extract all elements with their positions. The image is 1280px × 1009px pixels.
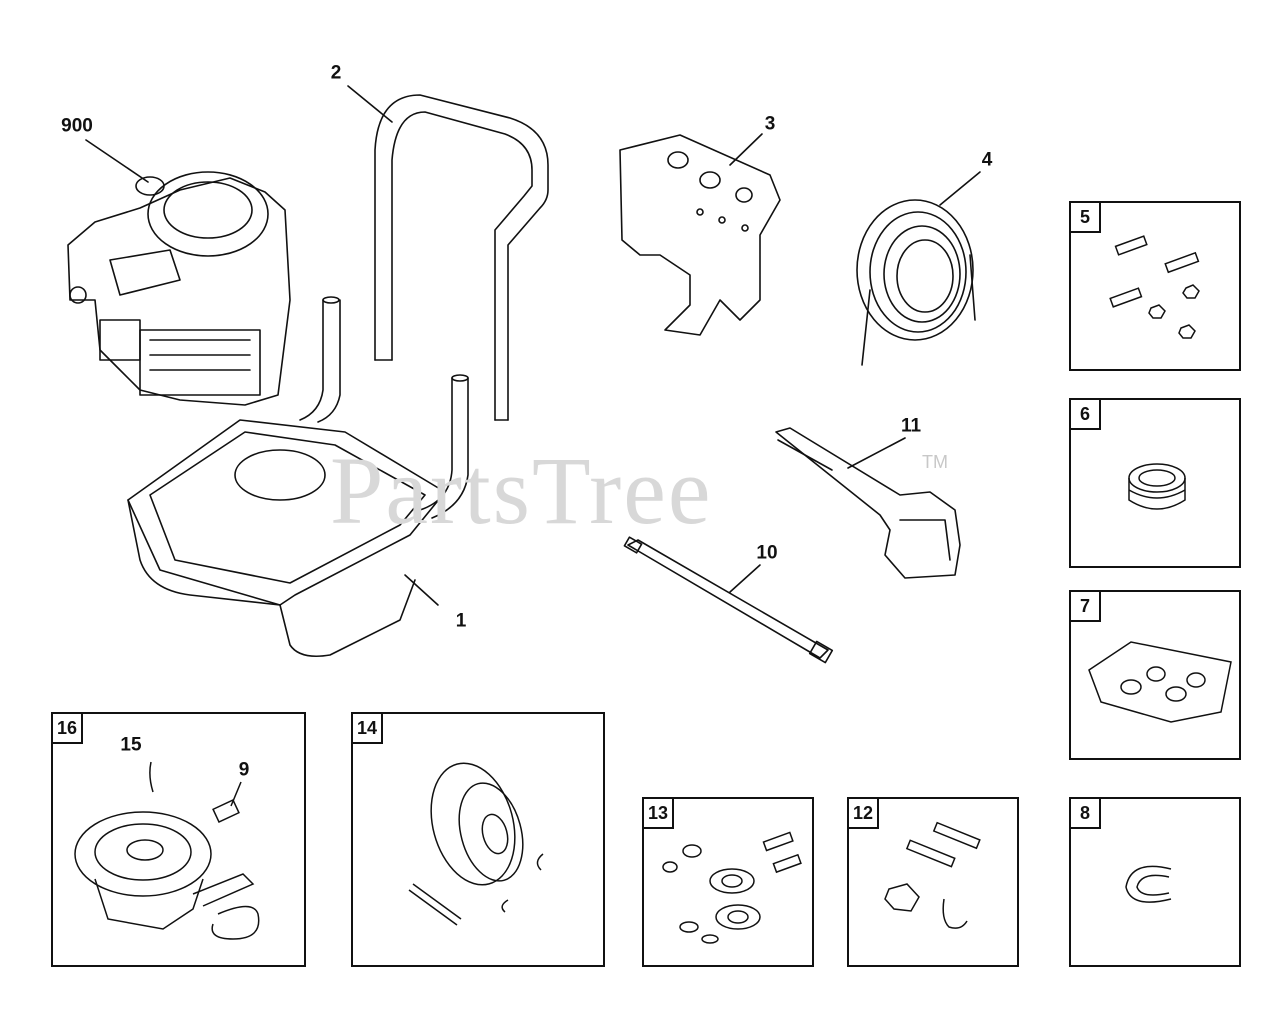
- kit-number-6: 6: [1069, 398, 1101, 430]
- bolt-kit-drawing: [1109, 235, 1200, 339]
- kit-number-7: 7: [1069, 590, 1101, 622]
- callout-1[interactable]: 1: [455, 610, 467, 632]
- callout-2[interactable]: 2: [330, 62, 342, 84]
- kit-number-5: 5: [1069, 201, 1101, 233]
- callout-900[interactable]: 900: [61, 115, 93, 137]
- kit-box-12[interactable]: 12: [847, 797, 1019, 967]
- nozzle-pack-drawing: [1088, 641, 1232, 723]
- bracket-drawing: [619, 133, 781, 336]
- trademark-symbol: TM: [922, 452, 948, 472]
- axle-pin-kit-drawing: [884, 821, 981, 929]
- callout-9[interactable]: 9: [238, 759, 250, 781]
- kit-number-8: 8: [1069, 797, 1101, 829]
- callout-11[interactable]: 11: [900, 415, 922, 437]
- kit-box-7[interactable]: 7: [1069, 590, 1241, 760]
- lance-drawing: [623, 536, 834, 664]
- callout-4[interactable]: 4: [981, 149, 993, 171]
- kit-number-12: 12: [847, 797, 879, 829]
- hose-drawing: [856, 171, 981, 366]
- wheel-hardware-kit-drawing: [662, 831, 802, 944]
- kit-box-6[interactable]: 6: [1069, 398, 1241, 568]
- kit-number-16: 16: [51, 712, 83, 744]
- kit-number-14: 14: [351, 712, 383, 744]
- kit-box-16[interactable]: 16: [51, 712, 306, 967]
- frame-drawing: [127, 296, 469, 658]
- kit-box-13[interactable]: 13: [642, 797, 814, 967]
- clip-drawing: [1125, 865, 1172, 903]
- kit-number-13: 13: [642, 797, 674, 829]
- engine-drawing: [67, 139, 291, 406]
- wheel-assembly-drawing: [408, 762, 544, 926]
- kit-box-8[interactable]: 8: [1069, 797, 1241, 967]
- kit-box-5[interactable]: 5: [1069, 201, 1241, 371]
- callout-15[interactable]: 15: [120, 734, 142, 756]
- callout-10[interactable]: 10: [756, 542, 778, 564]
- handle-drawing: [347, 85, 549, 421]
- gun-drawing: [775, 427, 961, 579]
- seal-drawing: [1128, 463, 1186, 510]
- callout-3[interactable]: 3: [764, 113, 776, 135]
- kit-box-14[interactable]: 14: [351, 712, 605, 967]
- pump-assembly-drawing: [74, 761, 260, 940]
